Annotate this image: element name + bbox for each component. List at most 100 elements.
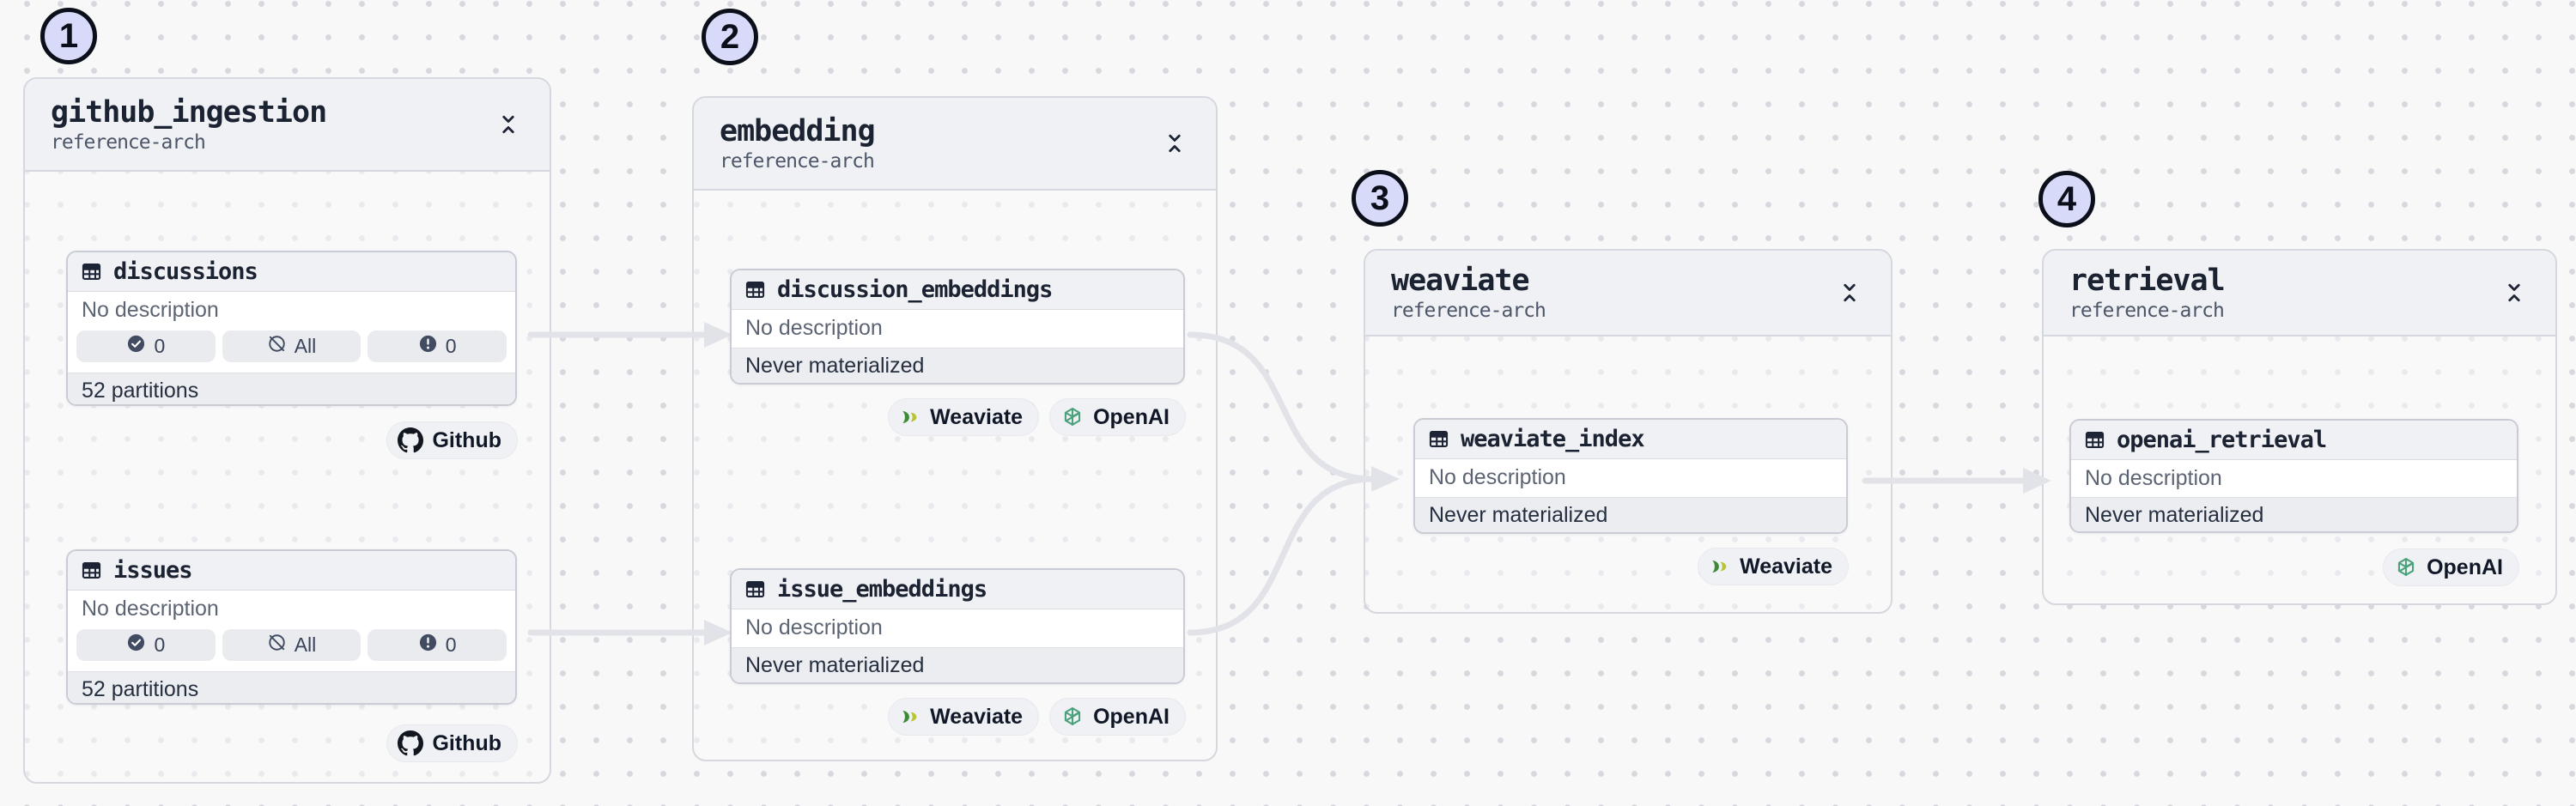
asset-node-header: discussions [68, 252, 515, 292]
asset-description: No description [68, 591, 515, 627]
table-icon [1427, 427, 1450, 451]
check-circle-icon [126, 334, 146, 359]
tag-label: OpenAI [1093, 704, 1170, 729]
collapse-icon [496, 115, 520, 139]
openai-icon [1060, 405, 1084, 429]
asset-node-issue-embeddings[interactable]: issue_embeddings No description Never ma… [730, 568, 1185, 684]
group-title: embedding [720, 114, 876, 148]
step-marker-2: 2 [702, 9, 758, 65]
group-header: weaviate reference-arch [1365, 251, 1891, 336]
badge-count: All [294, 335, 317, 357]
failed-partitions-badge[interactable]: 0 [368, 629, 507, 661]
materialization-status: Never materialized [732, 348, 1183, 383]
tag-github[interactable]: Github [387, 422, 517, 458]
tag-row: Weaviate OpenAI [730, 699, 1185, 735]
collapse-group-button[interactable] [1159, 128, 1190, 159]
step-marker-4: 4 [2038, 171, 2095, 227]
weaviate-icon [1709, 555, 1731, 578]
alert-circle-icon [418, 334, 438, 359]
asset-description: No description [732, 310, 1183, 347]
asset-node-header: issue_embeddings [732, 570, 1183, 609]
asset-node-weaviate-index[interactable]: weaviate_index No description Never mate… [1413, 418, 1848, 534]
edge-issue-embeddings-to-weaviate-index [1187, 476, 1377, 636]
failed-partitions-badge[interactable]: 0 [368, 330, 507, 362]
badge-count: All [294, 633, 317, 656]
materialization-status: Never materialized [2071, 497, 2517, 531]
collapse-group-button[interactable] [493, 109, 524, 140]
group-subtitle: reference-arch [720, 150, 875, 173]
asset-node-header: issues [68, 551, 515, 591]
materialization-status: Never materialized [1415, 497, 1846, 532]
asset-name: discussion_embeddings [777, 276, 1053, 303]
tag-weaviate[interactable]: Weaviate [1698, 548, 1848, 585]
asset-node-openai-retrieval[interactable]: openai_retrieval No description Never ma… [2069, 419, 2518, 533]
badge-count: 0 [154, 335, 166, 357]
materialized-partitions-badge[interactable]: 0 [76, 330, 216, 362]
group-title-block: embedding reference-arch [720, 114, 876, 173]
materialized-partitions-badge[interactable]: 0 [76, 629, 216, 661]
weaviate-icon [899, 706, 921, 728]
tag-label: Weaviate [930, 404, 1024, 429]
missing-partitions-badge[interactable]: All [222, 629, 361, 661]
tag-openai[interactable]: OpenAI [1050, 699, 1185, 735]
tag-row: Weaviate OpenAI [730, 399, 1185, 435]
materialization-status: Never materialized [732, 647, 1183, 682]
group-subtitle: reference-arch [1391, 300, 1546, 322]
group-title: github_ingestion [51, 95, 327, 130]
tag-row: Weaviate [1413, 548, 1848, 585]
group-title-block: github_ingestion reference-arch [51, 95, 327, 154]
asset-description: No description [68, 292, 515, 329]
tag-weaviate[interactable]: Weaviate [889, 399, 1039, 435]
asset-node-issues[interactable]: issues No description 0 All 0 52 partiti… [66, 549, 517, 705]
slash-circle-icon [267, 334, 287, 359]
asset-name: openai_retrieval [2117, 427, 2327, 453]
group-title: retrieval [2069, 264, 2226, 298]
group-header: github_ingestion reference-arch [25, 79, 550, 172]
group-subtitle: reference-arch [51, 131, 206, 154]
collapse-group-button[interactable] [2499, 277, 2530, 308]
tag-label: Weaviate [930, 704, 1024, 729]
collapse-icon [1163, 134, 1187, 158]
asset-name: weaviate_index [1461, 426, 1645, 452]
step-marker-3: 3 [1352, 170, 1408, 227]
group-title-block: weaviate reference-arch [1391, 264, 1546, 322]
group-title: weaviate [1391, 264, 1530, 298]
group-title-block: retrieval reference-arch [2069, 264, 2226, 322]
badge-count: 0 [445, 633, 457, 656]
table-icon [80, 559, 103, 582]
tag-weaviate[interactable]: Weaviate [889, 699, 1039, 735]
asset-node-discussions[interactable]: discussions No description 0 All 0 52 pa… [66, 251, 517, 406]
table-icon [744, 278, 767, 301]
partitions-footer: 52 partitions [68, 671, 515, 703]
openai-icon [1060, 705, 1084, 729]
table-icon [80, 260, 103, 283]
tag-label: Github [432, 730, 501, 755]
collapse-group-button[interactable] [1834, 277, 1865, 308]
check-circle-icon [126, 633, 146, 658]
tag-openai[interactable]: OpenAI [2384, 549, 2518, 585]
badge-count: 0 [154, 633, 166, 656]
github-icon [398, 427, 424, 453]
badge-count: 0 [445, 335, 457, 357]
asset-name: issues [113, 557, 193, 584]
group-subtitle: reference-arch [2069, 300, 2225, 322]
tag-row: OpenAI [2069, 549, 2518, 585]
partition-badges: 0 All 0 [68, 329, 515, 373]
github-icon [398, 730, 424, 756]
tag-github[interactable]: Github [387, 725, 517, 761]
asset-node-header: discussion_embeddings [732, 270, 1183, 310]
asset-node-discussion-embeddings[interactable]: discussion_embeddings No description Nev… [730, 269, 1185, 385]
tag-row: Github [66, 422, 517, 458]
asset-description: No description [2071, 460, 2517, 497]
alert-circle-icon [418, 633, 438, 658]
tag-openai[interactable]: OpenAI [1050, 399, 1185, 435]
asset-node-header: openai_retrieval [2071, 421, 2517, 460]
slash-circle-icon [267, 633, 287, 658]
tag-label: Weaviate [1740, 554, 1832, 579]
missing-partitions-badge[interactable]: All [222, 330, 361, 362]
step-marker-1: 1 [40, 8, 97, 64]
table-icon [2083, 428, 2106, 451]
collapse-icon [2502, 283, 2526, 307]
group-header: retrieval reference-arch [2044, 251, 2555, 336]
asset-description: No description [1415, 459, 1846, 496]
